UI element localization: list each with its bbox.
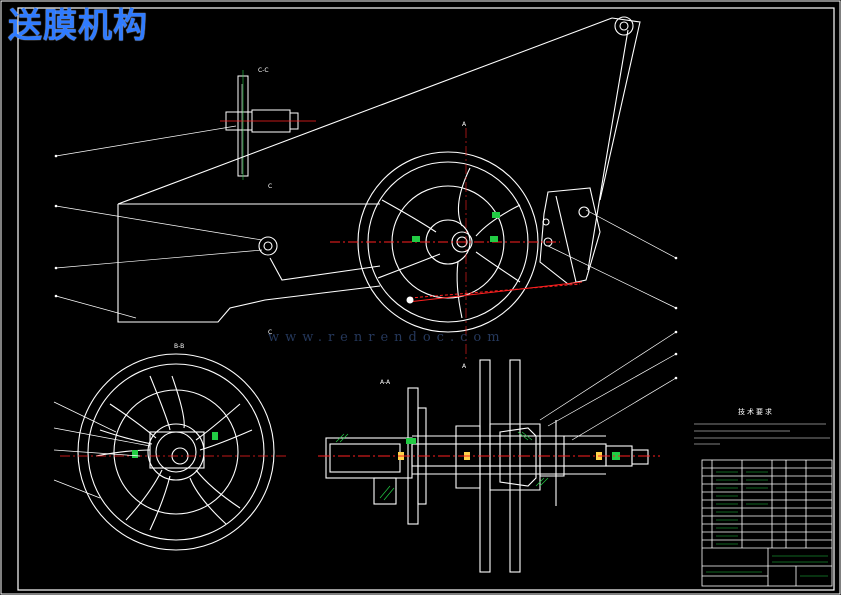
title-block: [701, 459, 833, 587]
section-bb-label: B-B: [174, 343, 184, 350]
watermark: www.renrendoc.com: [268, 330, 506, 345]
film-path: [330, 241, 583, 303]
title-block-fill: [706, 471, 828, 577]
section-c-marker-bottom: C: [268, 329, 272, 336]
inner-frame: [17, 7, 835, 591]
section-a-marker-top: A: [462, 121, 467, 128]
section-cc-label: C-C: [258, 67, 269, 74]
tech-req-text: [694, 423, 830, 445]
balloon-dots: [54, 154, 678, 380]
main-view-accents: [406, 212, 500, 304]
aa-hatching: [335, 431, 549, 501]
leader-lines-main: [55, 125, 677, 441]
aa-accents: [398, 438, 620, 460]
section-bb-wheel: [77, 353, 275, 551]
bb-accents: [132, 432, 218, 458]
section-a-marker-bottom: A: [462, 363, 467, 370]
drawing-title: 送膜机构: [8, 6, 148, 46]
tech-req-title: 技术要求: [738, 407, 774, 416]
section-aa-shaft: [325, 359, 649, 573]
section-aa-label: A-A: [380, 379, 391, 386]
section-c-marker-top: C: [268, 183, 272, 190]
leader-lines-bb: [53, 401, 151, 499]
